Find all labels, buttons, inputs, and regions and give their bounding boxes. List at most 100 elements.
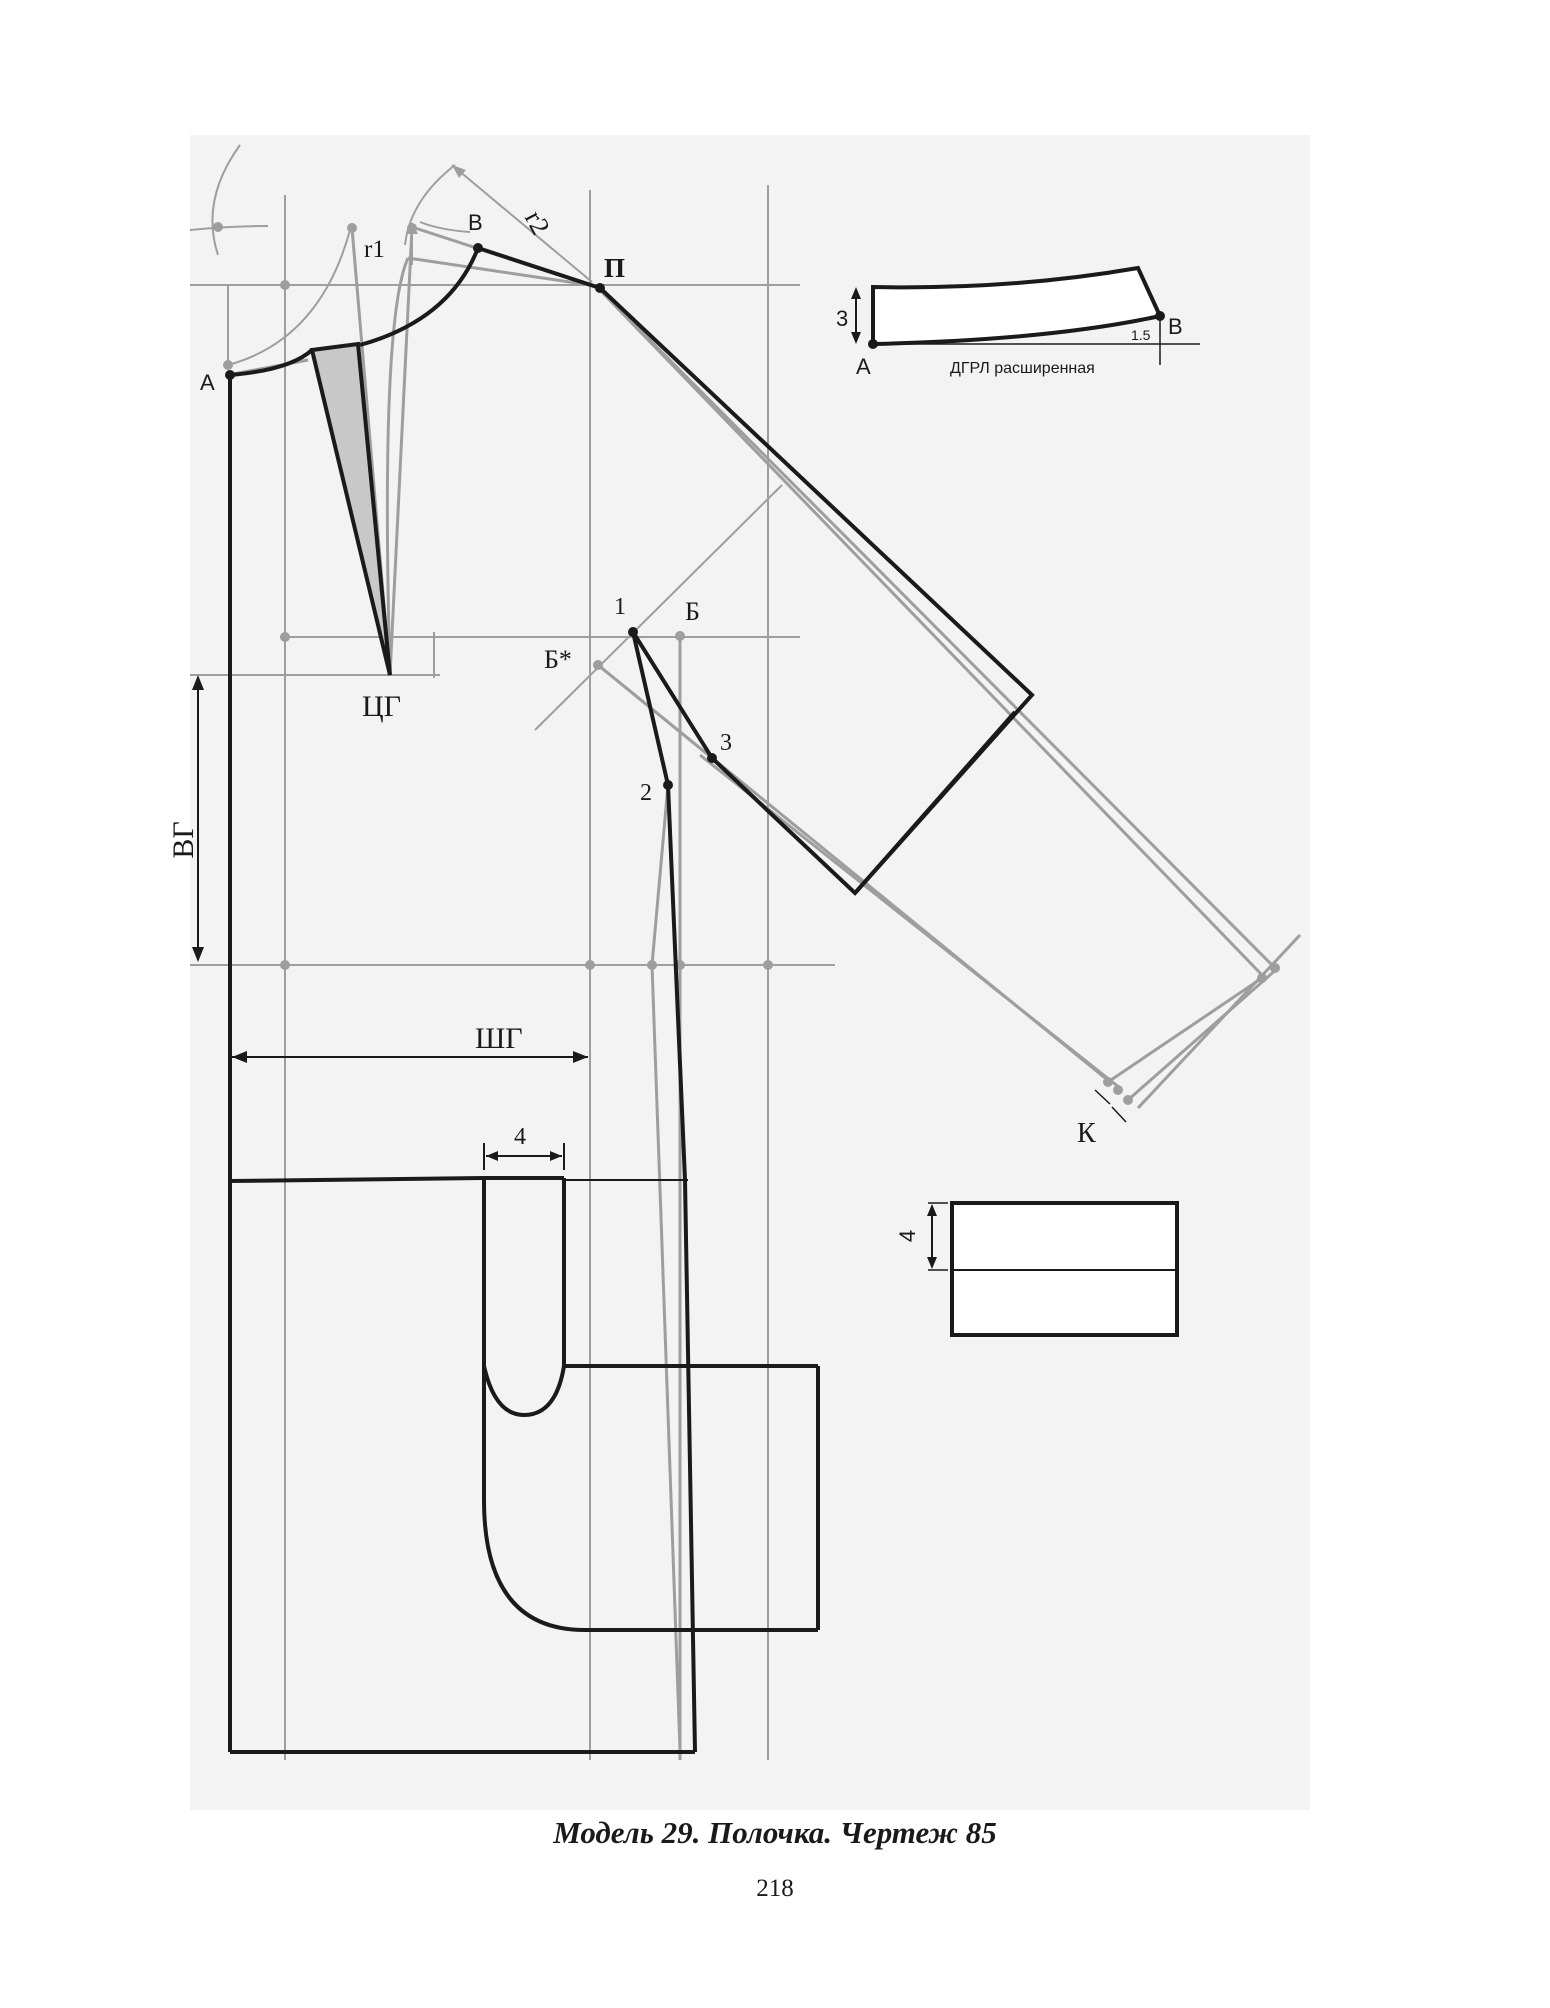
point-grey — [1113, 1085, 1123, 1095]
point-grey — [1103, 1077, 1113, 1087]
side-seam-grey-lower — [650, 964, 682, 1751]
label-r1: r1 — [364, 236, 385, 263]
label-pocket-width: 4 — [514, 1124, 526, 1150]
label-point-3: 3 — [720, 730, 732, 756]
point-grey — [407, 223, 417, 233]
label-point-1: 1 — [614, 594, 626, 620]
armhole-segment-2-1 — [631, 631, 670, 786]
point-grey — [280, 632, 290, 642]
r2-arrow-head — [452, 165, 466, 178]
dart-grey-curve — [385, 257, 410, 676]
collar-point-a — [868, 339, 878, 349]
cuff-label-height: 4 — [895, 1230, 920, 1242]
dart-shaded — [309, 341, 392, 676]
point-grey — [223, 360, 233, 370]
sleeve-hem-line-2 — [1127, 966, 1279, 1102]
cuff-dim-arrow-top — [927, 1204, 937, 1216]
k-dim-line-2 — [1111, 1106, 1127, 1123]
figure-caption: Модель 29. Полочка. Чертеж 85 — [553, 1815, 997, 1850]
point-grey — [1270, 963, 1280, 973]
neckline-right — [359, 247, 480, 347]
side-seam-lower — [683, 1179, 697, 1753]
key-points — [225, 243, 717, 790]
pocket-dim-arrow-left — [486, 1151, 498, 1161]
point-3 — [707, 753, 717, 763]
neck-arc-outer — [211, 144, 241, 256]
vg-arrow-top — [192, 675, 204, 690]
side-seam-grey-upper — [650, 784, 670, 966]
drawing-background — [190, 135, 1310, 1810]
collar-point-b — [1155, 311, 1165, 321]
armhole-segment-1-3 — [631, 630, 714, 760]
shoulder-arc-mark — [419, 221, 471, 233]
collar-label-b: В — [1168, 314, 1183, 339]
point-a — [225, 370, 235, 380]
armhole-grey-bstar — [597, 663, 713, 760]
point-grey — [347, 223, 357, 233]
point-grey — [647, 960, 657, 970]
cuff-inset — [927, 1201, 1179, 1337]
point-grey — [213, 222, 223, 232]
label-p: П — [604, 253, 625, 283]
cuff-dim-arrow-bottom — [927, 1257, 937, 1269]
point-1 — [628, 627, 638, 637]
k-dim-line-1 — [1094, 1089, 1111, 1105]
neck-arc-mark — [189, 225, 269, 231]
point-grey — [585, 960, 595, 970]
neck-arc-r1 — [227, 229, 351, 366]
point-grey — [280, 960, 290, 970]
point-grey — [280, 280, 290, 290]
point-grey — [593, 660, 603, 670]
front-outline — [228, 246, 1035, 1754]
collar-inset — [851, 265, 1200, 365]
pocket-opening-curve — [482, 1365, 566, 1418]
label-vg: ВГ — [167, 821, 200, 858]
sleeve-top-line-2 — [596, 286, 1277, 970]
point-grey — [1123, 1095, 1133, 1105]
sleeve-hem-line-1 — [1107, 976, 1263, 1084]
point-grey — [763, 960, 773, 970]
side-seam-upper — [666, 784, 687, 1181]
pocket-line-top — [229, 1176, 485, 1183]
collar-label-height: 3 — [836, 306, 848, 331]
label-cg: ЦГ — [362, 690, 401, 723]
collar-caption: ДГРЛ расширенная — [950, 360, 1095, 377]
sleeve-inner-line — [853, 710, 1017, 895]
point-grey — [1257, 973, 1267, 983]
pocket-dim-arrow-right — [550, 1151, 562, 1161]
dart-leg-grey-right — [388, 227, 414, 676]
label-shg: ШГ — [475, 1022, 523, 1055]
shoulder-seam — [477, 246, 601, 290]
shoulder-arc-r2 — [404, 164, 456, 246]
shoulder-line-grey-2 — [407, 256, 591, 287]
shg-arrow-left — [232, 1051, 247, 1063]
shg-dimension — [232, 1051, 588, 1063]
pocket — [229, 1176, 820, 1632]
label-k: К — [1077, 1118, 1096, 1149]
pocket-width-dimension — [483, 1143, 565, 1170]
collar-height-arrow-bottom — [851, 332, 861, 344]
point-p — [595, 283, 605, 293]
label-b-star: Б* — [544, 645, 572, 674]
r2-dimension-line — [451, 164, 593, 283]
point-v — [473, 243, 483, 253]
k-dimension — [1094, 1089, 1127, 1123]
label-a: А — [200, 370, 215, 395]
vg-dimension — [192, 675, 204, 962]
point-2 — [663, 780, 673, 790]
label-point-2: 2 — [640, 780, 652, 806]
collar-label-a: А — [856, 354, 871, 379]
shg-arrow-right — [573, 1051, 588, 1063]
vg-arrow-bottom — [192, 947, 204, 962]
side-seam-construction — [597, 636, 713, 1760]
page-number: 218 — [756, 1875, 794, 1902]
label-b: Б — [685, 597, 700, 626]
construction-arcs — [189, 144, 471, 366]
sleeve-top-line-1 — [596, 286, 1264, 977]
label-v: В — [468, 210, 483, 235]
collar-label-offset: 1.5 — [1131, 327, 1151, 343]
point-grey — [675, 631, 685, 641]
pocket-bag-curve — [482, 1499, 586, 1632]
neckline-left — [229, 348, 314, 377]
